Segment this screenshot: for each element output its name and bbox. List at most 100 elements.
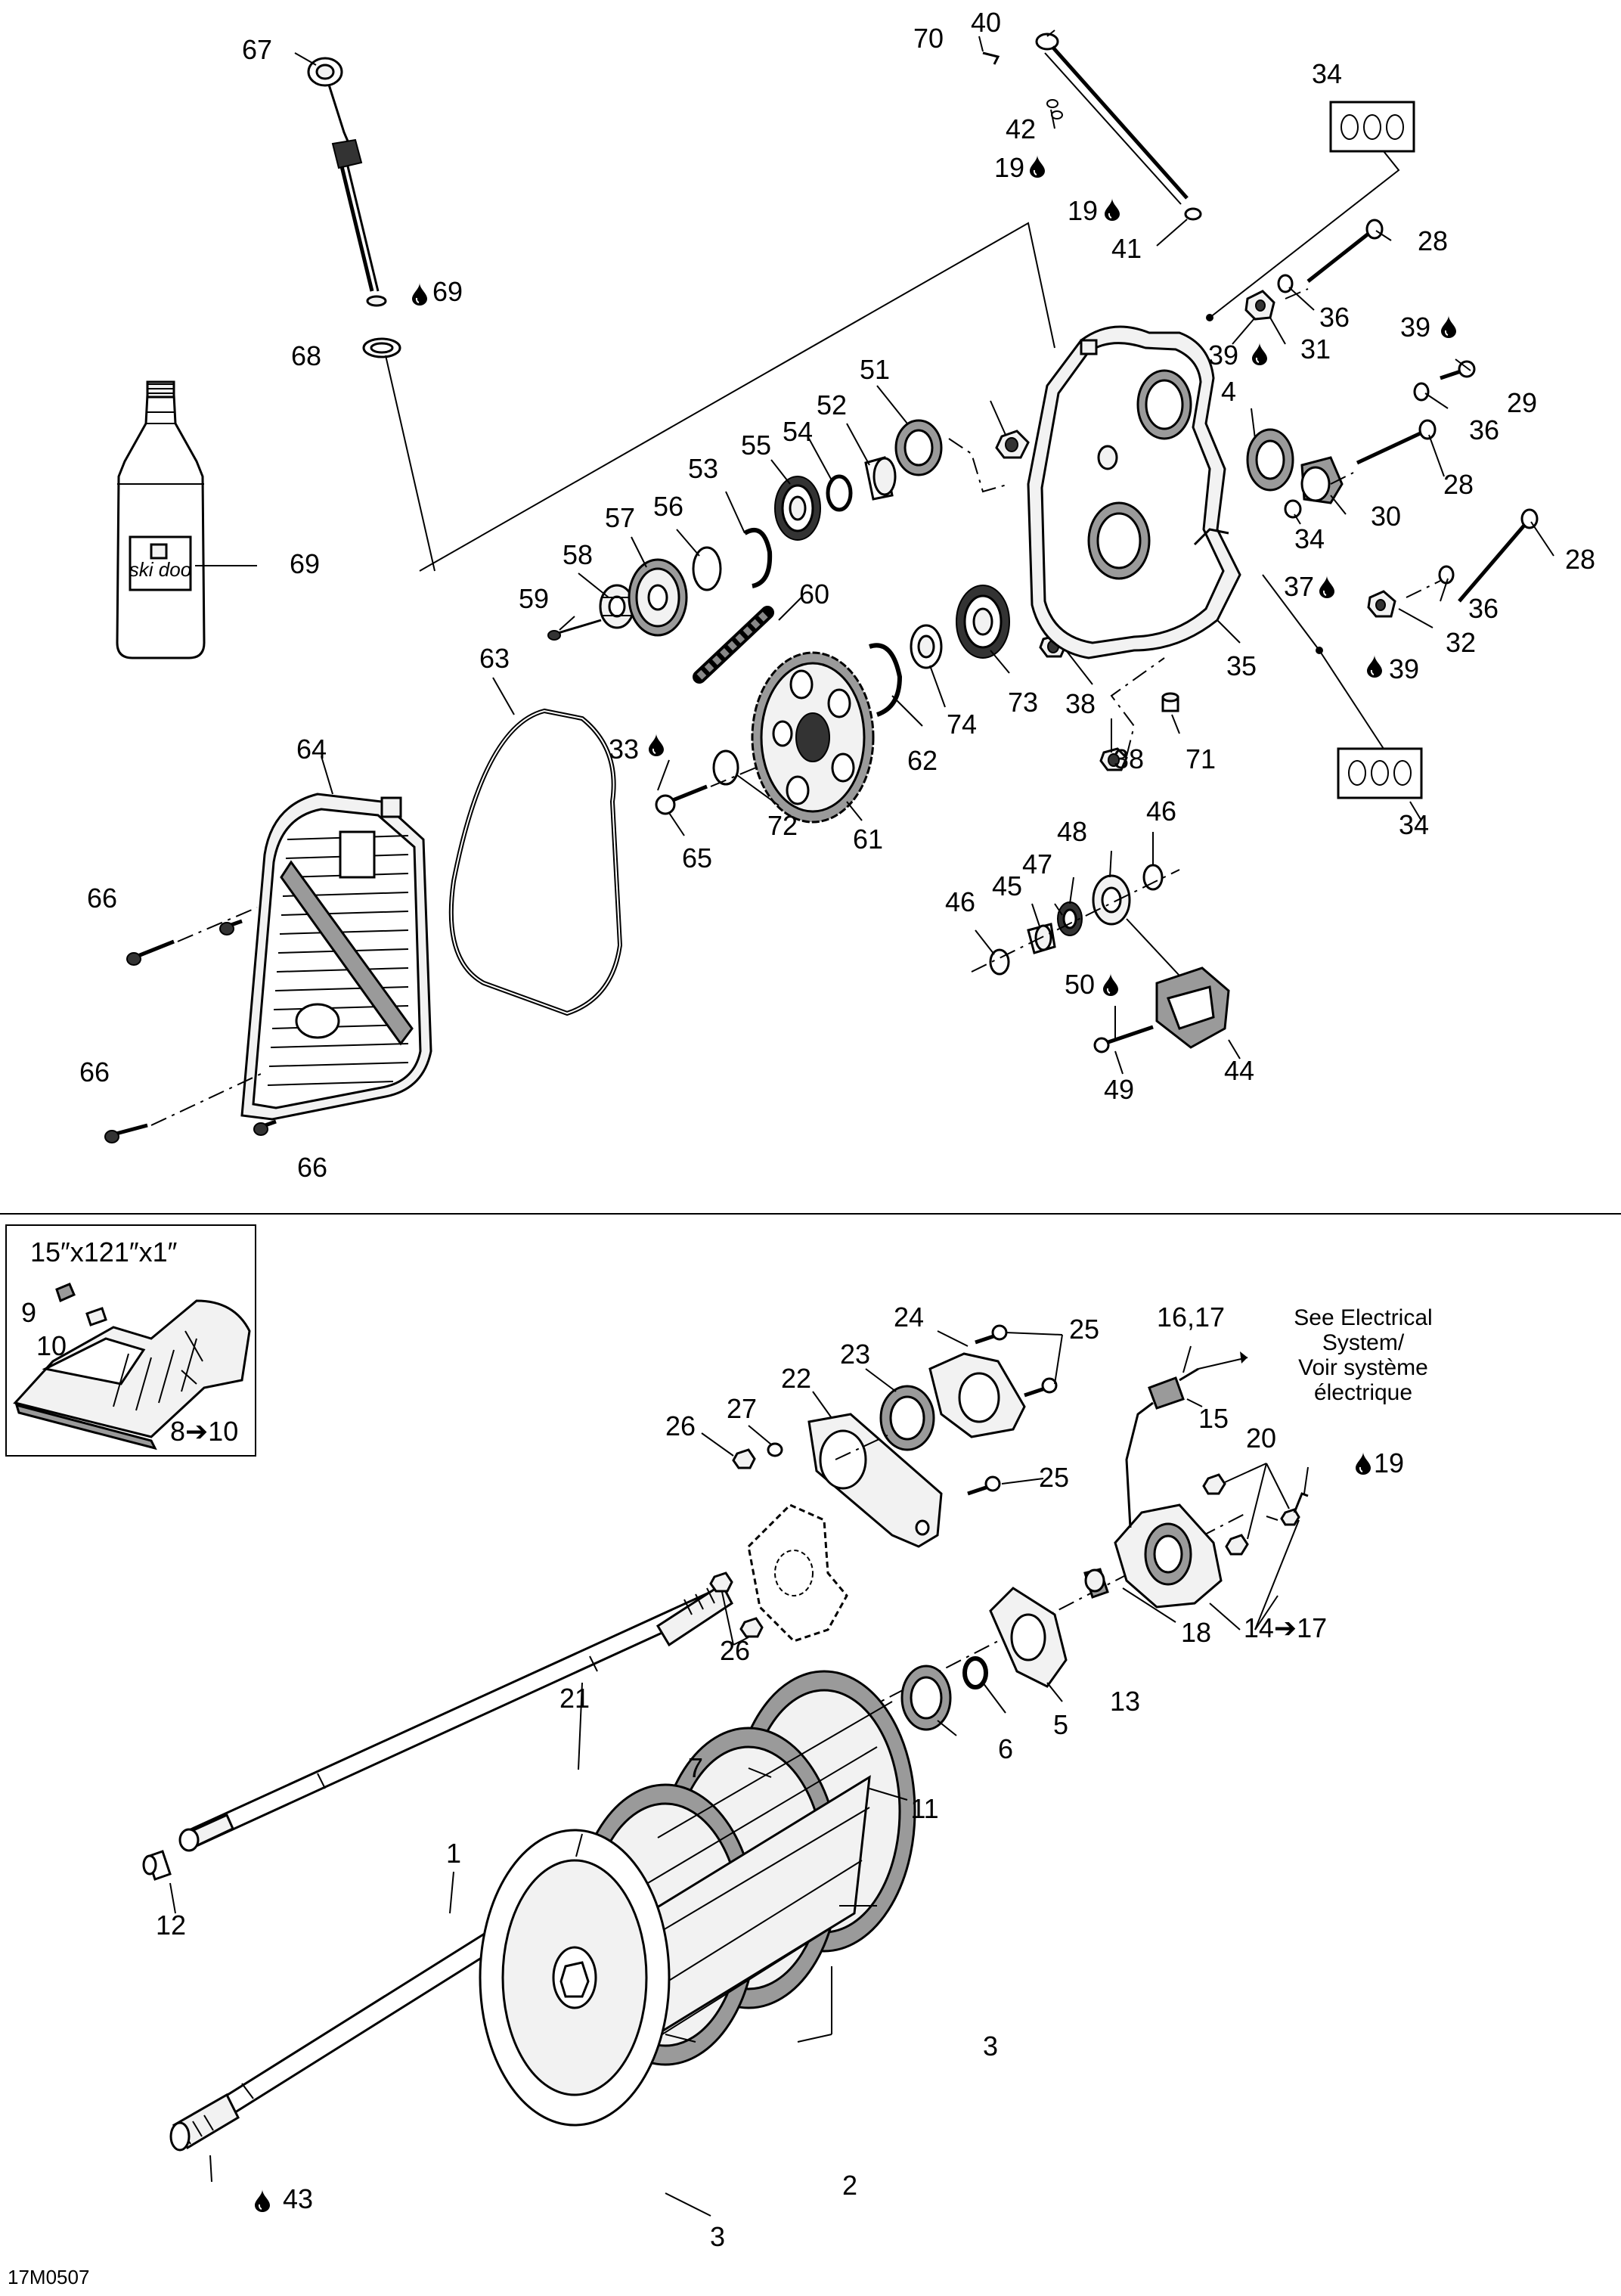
- gear-61: [751, 651, 875, 824]
- callout-label: 64: [296, 734, 327, 765]
- electrical-note: See Electrical System/ Voir système élec…: [1294, 1305, 1432, 1405]
- callout-label: 66: [79, 1056, 110, 1087]
- svg-text:Voir système: Voir système: [1298, 1355, 1428, 1380]
- drive-shaft-21: [178, 1582, 733, 1852]
- callout-label: 39: [1400, 312, 1430, 343]
- callout-label: 34: [1294, 523, 1325, 554]
- sensor-18: [1083, 1568, 1109, 1599]
- callout-label: 66: [297, 1152, 327, 1183]
- callout-label: 21: [559, 1683, 590, 1714]
- seal-54: [826, 474, 853, 512]
- ring-5: [962, 1656, 988, 1689]
- callout-label: 6: [998, 1733, 1013, 1764]
- callout-label: 39: [1389, 653, 1419, 684]
- callout-label: 37: [1284, 571, 1314, 602]
- callout-label: 71: [1186, 743, 1216, 774]
- bolt-28-a: [1306, 219, 1384, 283]
- flange-24: [928, 1352, 1026, 1438]
- callout-label: 63: [479, 643, 510, 674]
- callout-label: 36: [1468, 593, 1499, 624]
- washer-36-c: [1438, 565, 1455, 585]
- callout-label: 60: [799, 579, 829, 610]
- washer-36-b: [1413, 382, 1430, 402]
- callout-label: 30: [1371, 501, 1401, 532]
- drive-sprocket: [599, 584, 635, 629]
- callout-label: 22: [781, 1363, 811, 1394]
- callout-label: 25: [1039, 1462, 1069, 1493]
- callout-label: 69: [290, 548, 320, 579]
- callout-label: 70: [913, 23, 944, 54]
- callout-label: 35: [1226, 650, 1257, 681]
- screws-20: [1202, 1473, 1300, 1556]
- callout-label: 9: [21, 1297, 36, 1328]
- callout-label: 74: [947, 709, 977, 740]
- callout-label: 41: [1111, 233, 1142, 264]
- callout-label: 54: [783, 416, 813, 447]
- callout-label: 16,17: [1157, 1302, 1225, 1333]
- svg-text:System/: System/: [1322, 1330, 1405, 1355]
- bolt-40: [1035, 33, 1189, 205]
- callout-label: 59: [519, 583, 549, 614]
- callout-label: 31: [1300, 334, 1331, 365]
- plate-13: [989, 1587, 1068, 1688]
- clip-9: [55, 1283, 76, 1303]
- svg-text:électrique: électrique: [1314, 1380, 1412, 1405]
- roller-48: [1092, 874, 1131, 926]
- callout-label: 5: [1053, 1709, 1068, 1740]
- callout-label: 23: [840, 1339, 870, 1370]
- callout-label: 20: [1246, 1423, 1276, 1454]
- callout-label: 34: [1399, 809, 1429, 840]
- callout-label: 13: [1110, 1686, 1140, 1717]
- callout-label: 36: [1469, 414, 1499, 445]
- oring-set-top: [1329, 101, 1415, 153]
- nut-38-lower: [1099, 747, 1128, 771]
- track-sprocket-wheels: [479, 1670, 916, 2127]
- callout-label: 38: [1065, 688, 1096, 719]
- plug-71: [1161, 692, 1179, 712]
- callout-label: 27: [727, 1393, 757, 1424]
- callout-label: 61: [853, 824, 883, 855]
- seal-4: [1246, 428, 1294, 492]
- callout-label: 47: [1022, 849, 1052, 880]
- callout-label: 48: [1057, 816, 1087, 847]
- fitting-19: [1293, 1492, 1309, 1513]
- speed-sensor-housing: [1114, 1503, 1223, 1609]
- sleeve-45: [1027, 923, 1056, 954]
- callout-label: 58: [563, 539, 593, 570]
- plug-12: [142, 1850, 172, 1881]
- washer-36-a: [1277, 274, 1294, 293]
- callout-label: 19: [994, 152, 1024, 183]
- callout-label: 34: [1312, 58, 1342, 89]
- callout-label: 52: [817, 389, 847, 420]
- mount-plate: [747, 1503, 848, 1643]
- seal-51: [894, 419, 943, 476]
- bolt-28-c: [1458, 508, 1539, 603]
- nut-38-upper: [995, 430, 1030, 459]
- callout-label: 42: [1006, 113, 1036, 144]
- callout-label: 3: [983, 2031, 998, 2062]
- figure-code: 17M0507: [8, 2266, 89, 2288]
- bearing-23: [879, 1385, 935, 1451]
- callout-label: 46: [1146, 796, 1176, 827]
- callout-label: 19: [1068, 195, 1098, 226]
- washer-27: [767, 1442, 783, 1457]
- callout-label: 55: [741, 430, 771, 461]
- callout-label: 51: [860, 354, 890, 385]
- callout-label: 29: [1507, 387, 1537, 418]
- bottle-brand-text: ski doo: [129, 558, 191, 581]
- callout-label: 67: [242, 34, 272, 65]
- callout-label: 40: [971, 7, 1001, 38]
- callout-label: 43: [283, 2183, 313, 2214]
- callout-label: 10: [36, 1330, 67, 1361]
- bolt-49: [1093, 1025, 1154, 1053]
- bolt-29: [1440, 360, 1476, 380]
- callout-label: 19: [1374, 1447, 1404, 1478]
- callout-label: 72: [767, 810, 798, 841]
- svg-text:See Electrical: See Electrical: [1294, 1305, 1432, 1330]
- callout-label: 7: [688, 1752, 703, 1783]
- callout-label: 32: [1446, 627, 1476, 658]
- callout-label: 38: [1114, 743, 1144, 774]
- callout-label: 57: [605, 502, 635, 533]
- callout-label: 56: [653, 491, 683, 522]
